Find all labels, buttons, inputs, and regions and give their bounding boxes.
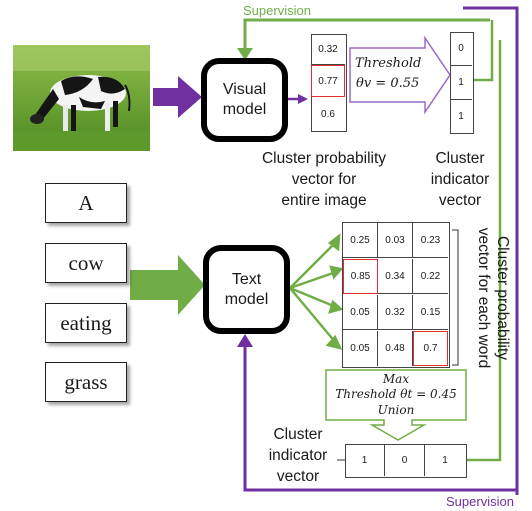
- text-threshold-line1: Max: [382, 372, 410, 386]
- supervision-top-label: Supervision: [243, 3, 311, 18]
- visual-indicator-cell-2: 1: [458, 111, 464, 122]
- visual-indicator-feedback-line: [470, 20, 494, 82]
- supervision-bottom-label: Supervision: [446, 494, 514, 509]
- word-matrix-bracket: [452, 229, 459, 366]
- visual-prob-cell-2: 0.6: [321, 108, 335, 120]
- word-prob-cell-3-0: 0.05: [343, 331, 378, 366]
- text-indicator-cell-0: 1: [345, 444, 385, 476]
- text-model-line1: Text: [231, 270, 262, 288]
- text-indicator-vector: [345, 444, 467, 478]
- visual-model-line2: model: [222, 101, 267, 118]
- text-indicator-cell-2: 1: [442, 454, 448, 466]
- supervision-right-line: [463, 6, 519, 495]
- text-threshold-line3: Union: [377, 403, 415, 417]
- text-model-box: Text model: [203, 245, 290, 334]
- visual-prob-cell-0: 0.32: [311, 34, 345, 65]
- text-indicator-caption-line2: indicator: [268, 447, 328, 464]
- text-threshold-arrow: [325, 369, 467, 441]
- text-indicator-caption-line3: vector: [276, 468, 320, 485]
- visual-prob-caption: Cluster probability vector for entire im…: [250, 148, 398, 211]
- word-prob-caption-line2: vector for each word: [475, 227, 492, 369]
- words-to-text-arrow: [130, 255, 205, 315]
- visual-prob-caption-line1: Cluster probability: [261, 150, 387, 167]
- cow-image: [13, 45, 150, 151]
- visual-to-probs-arrowhead: [298, 94, 308, 104]
- visual-indicator-caption: Cluster indicator vector: [425, 148, 495, 211]
- visual-prob-caption-line3: entire image: [281, 192, 367, 209]
- visual-threshold-expr: θv = 0.55: [356, 76, 420, 91]
- visual-model-box: Visual model: [201, 58, 288, 142]
- supervision-bottom-line: [243, 345, 517, 492]
- text-model-fanout: [289, 233, 344, 350]
- visual-indicator-caption-line2: indicator: [430, 171, 490, 188]
- word-prob-cell-2-2: 0.15: [413, 295, 448, 330]
- word-prob-cell-1-0: 0.85: [343, 259, 378, 294]
- word-prob-matrix: [342, 222, 450, 368]
- text-indicator-caption-line1: Cluster: [273, 426, 323, 443]
- text-indicator-cell-1: 0: [385, 444, 425, 476]
- supervision-top-line: [243, 18, 326, 50]
- text-threshold-line2: Threshold θt = 0.45: [335, 387, 457, 401]
- visual-indicator-caption-line3: vector: [438, 192, 482, 209]
- text-model-line2: model: [224, 290, 269, 308]
- word-box-a: A: [45, 183, 127, 223]
- visual-prob-cell-1: 0.77: [311, 65, 345, 97]
- word-prob-cell-2-1: 0.32: [378, 295, 413, 330]
- word-box-grass: grass: [45, 362, 127, 402]
- visual-indicator-caption-line1: Cluster: [435, 150, 485, 167]
- word-prob-cell-0-2: 0.23: [413, 223, 448, 258]
- word-prob-cell-1-1: 0.34: [378, 259, 413, 294]
- visual-threshold-label: Threshold: [355, 56, 422, 71]
- word-box-cow: cow: [45, 243, 127, 283]
- visual-indicator-cell-1: 1: [450, 66, 472, 100]
- supervision-top-arrowhead: [237, 48, 253, 60]
- visual-indicator-cell-0: 0: [450, 32, 472, 66]
- visual-model-line1: Visual: [222, 81, 267, 98]
- word-prob-cell-0-0: 0.25: [343, 223, 378, 258]
- word-prob-caption: Cluster probability vector for each word: [474, 218, 512, 378]
- image-to-visual-arrow: [153, 76, 202, 118]
- word-prob-cell-2-0: 0.05: [343, 295, 378, 330]
- word-prob-cell-0-1: 0.03: [378, 223, 413, 258]
- word-prob-cell-1-2: 0.22: [413, 259, 448, 294]
- visual-indicator-vector: [450, 32, 474, 134]
- supervision-bottom-arrowhead: [237, 334, 253, 347]
- text-indicator-caption: Cluster indicator vector: [258, 424, 338, 487]
- word-prob-cell-3-2: 0.7: [413, 331, 448, 366]
- word-box-eating: eating: [45, 303, 127, 343]
- text-indicator-feedback-line: [465, 40, 502, 462]
- visual-prob-caption-line2: vector for: [291, 171, 357, 188]
- visual-threshold-arrow: [349, 35, 451, 115]
- word-prob-caption-line1: Cluster probability: [494, 235, 511, 361]
- word-prob-cell-3-1: 0.48: [378, 331, 413, 366]
